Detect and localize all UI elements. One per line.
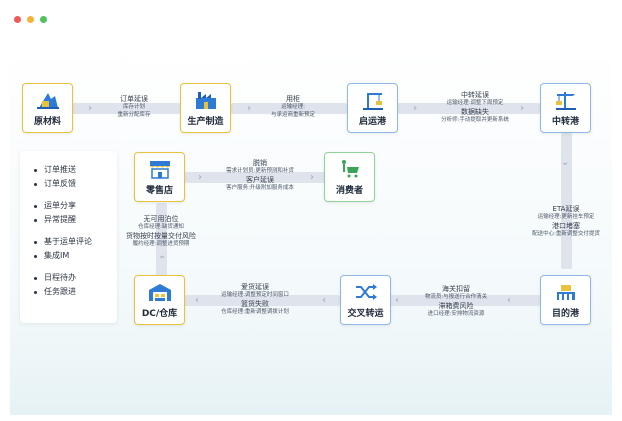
supply-chain-diagram: › › › › ⌄ ‹ ‹ ‹ ‹ ⌃ › › 原材料 生产制造	[10, 45, 612, 415]
note-goods-delay: 爱货延误 运输经理:调整预定时间窗口 篮货失败 仓库经理:重新调整调拨计划	[221, 283, 289, 315]
connector-dc-retail	[156, 203, 167, 275]
window-title-bar	[0, 0, 622, 38]
chevron-down-icon: ⌄	[561, 157, 570, 168]
feature-item: 基于运单评论	[32, 235, 117, 249]
transfer-crane-icon	[555, 92, 576, 110]
feature-item: 日程待办	[32, 271, 117, 285]
note-no-berth: 无可用泊位 仓库经理:缺货通知 货物按时按量交付风险 履约经理:调整进货预期	[126, 215, 196, 247]
chevron-up-icon: ⌃	[158, 255, 167, 266]
node-dc-warehouse[interactable]: DC/仓库	[134, 275, 185, 325]
node-label: 零售店	[145, 186, 173, 196]
feature-item: 异常提醒	[32, 213, 117, 227]
chevron-right-icon: ›	[413, 103, 418, 114]
shuffle-icon	[355, 284, 377, 300]
node-transfer-port[interactable]: 中转港	[540, 83, 591, 133]
node-label: 交叉转运	[347, 309, 384, 319]
node-raw-material[interactable]: 原材料	[22, 83, 73, 133]
feature-item: 订单推送	[32, 163, 117, 177]
chevron-left-icon: ‹	[322, 295, 327, 306]
feature-item: 任务跟进	[32, 285, 117, 299]
node-production[interactable]: 生产制造	[180, 83, 231, 133]
factory-icon	[195, 92, 216, 109]
destination-port-icon	[556, 285, 575, 300]
minimize-window-button[interactable]	[27, 16, 34, 23]
chevron-left-icon: ‹	[395, 295, 400, 306]
node-consumer[interactable]: 消费者	[324, 152, 375, 202]
port-crane-icon	[362, 93, 383, 110]
store-icon	[149, 161, 170, 179]
chevron-right-icon: ›	[247, 103, 252, 114]
node-retail-store[interactable]: 零售店	[134, 152, 185, 202]
feature-item: 订单反馈	[32, 177, 117, 191]
node-label: 中转港	[551, 117, 579, 127]
node-departure-port[interactable]: 启运港	[347, 83, 398, 133]
chevron-right-icon: ›	[198, 172, 203, 183]
node-label: DC/仓库	[141, 309, 178, 319]
note-transfer-delay: 中转延误 运输经理:调整下周预定 数据缺失 分析师:手动提取并更新系统	[441, 91, 509, 123]
chevron-left-icon: ‹	[195, 295, 200, 306]
note-eta-delay: ETA延误 运输经理:更新挂车预定 港口堵塞 配送中心:重新调整交付提货	[532, 205, 600, 237]
connector-depart-transfer	[398, 103, 540, 114]
chevron-right-icon: ›	[88, 103, 93, 114]
node-label: 目的港	[551, 309, 579, 319]
warehouse-icon	[148, 284, 171, 301]
node-destination-port[interactable]: 目的港	[540, 275, 591, 325]
note-out-of-stock: 脱销 需求计划员:更新预测和补货 客户延误 客户服务:升级附加服务成本	[226, 159, 294, 191]
note-customs-hold: 海关扣留 物流员:与报送行合作清关 滞箱费风险 进口经理:安排物流资源	[424, 285, 488, 317]
shopping-cart-icon	[341, 160, 359, 178]
connector-cross-dc	[180, 295, 340, 306]
connector-retail-consumer	[185, 172, 325, 183]
node-label: 原材料	[33, 117, 61, 127]
feature-item: 运单分享	[32, 199, 117, 213]
node-label: 消费者	[335, 186, 363, 196]
feature-item: 集成IM	[32, 249, 117, 263]
close-window-button[interactable]	[14, 16, 21, 23]
node-label: 生产制造	[187, 117, 224, 127]
connector-produce-depart	[231, 103, 347, 114]
node-cross-docking[interactable]: 交叉转运	[340, 275, 391, 325]
connector-transfer-dest	[561, 133, 572, 269]
chevron-right-icon: ›	[310, 172, 315, 183]
note-order-delay: 订单延误 库存计划 重新分配库存	[117, 95, 151, 118]
raw-material-icon	[36, 93, 59, 109]
note-container: 用柜 运输经理: 与承运商重新预定	[270, 95, 315, 118]
connector-dest-cross	[380, 295, 540, 306]
maximize-window-button[interactable]	[40, 16, 47, 23]
node-label: 启运港	[358, 117, 386, 127]
feature-list-panel: 订单推送 订单反馈 运单分享 异常提醒 基于运单评论 集成IM 日程待办 任务跟…	[20, 151, 117, 323]
connector-raw-produce	[72, 103, 180, 114]
chevron-right-icon: ›	[520, 103, 525, 114]
chevron-left-icon: ‹	[507, 295, 512, 306]
